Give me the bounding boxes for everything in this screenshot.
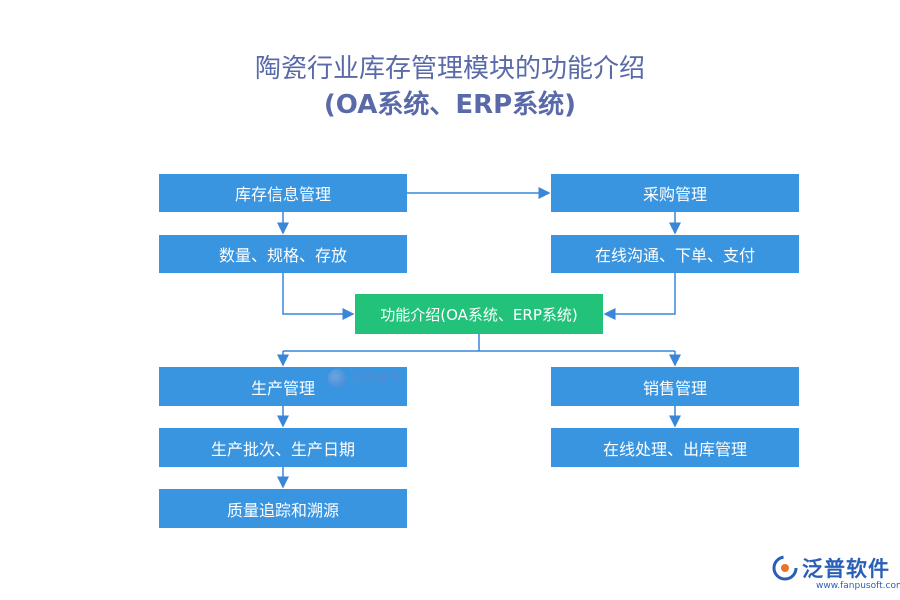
node-quality-trace: 质量追踪和溯源	[159, 489, 407, 528]
brand-logo: 泛普软件 www.fanpusoft.com	[772, 553, 900, 593]
brand-url: www.fanpusoft.com	[816, 581, 900, 591]
node-production: 生产管理	[159, 367, 407, 406]
node-sales: 销售管理	[551, 367, 799, 406]
node-quantity-spec: 数量、规格、存放	[159, 235, 407, 273]
node-inventory-info: 库存信息管理	[159, 174, 407, 212]
arrow-online-to-center	[603, 273, 676, 320]
watermark: 泛普软件	[328, 368, 402, 387]
node-production-batch: 生产批次、生产日期	[159, 428, 407, 467]
watermark-text: 泛普软件	[350, 372, 403, 387]
node-purchase: 采购管理	[551, 174, 799, 212]
title-line-2: (OA系统、ERP系统)	[323, 90, 577, 120]
node-online-order-pay: 在线沟通、下单、支付	[551, 235, 799, 273]
title-line-1: 陶瓷行业库存管理模块的功能介绍	[254, 54, 645, 84]
arrow-quantity-to-center	[282, 273, 355, 320]
watermark-logo-icon	[328, 368, 346, 387]
node-center: 功能介绍(OA系统、ERP系统)	[355, 294, 603, 334]
node-online-outbound: 在线处理、出库管理	[551, 428, 799, 467]
brand-name: 泛普软件	[802, 557, 890, 581]
brand-swirl-icon	[772, 555, 798, 581]
